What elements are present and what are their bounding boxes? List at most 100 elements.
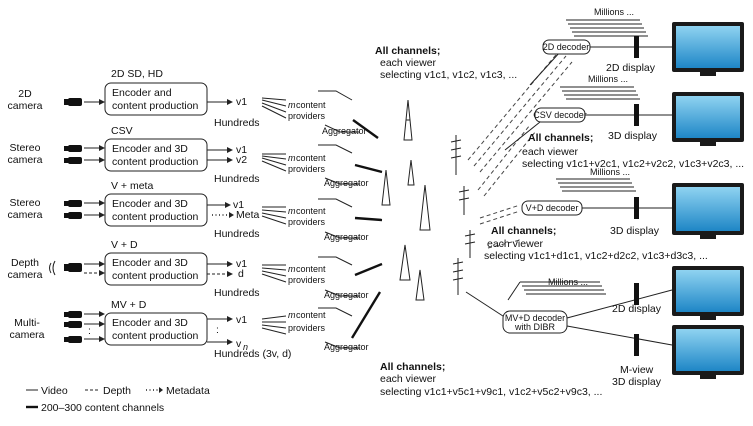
providers-label: providers xyxy=(288,164,326,174)
m-label: m xyxy=(288,100,296,110)
m-label: m xyxy=(288,153,296,163)
legend-channels: 200–300 content channels xyxy=(41,402,164,414)
format-label: V + D xyxy=(111,239,138,251)
output-label: v xyxy=(236,338,242,350)
tv-display-icon xyxy=(672,22,744,76)
encoder-label: content production xyxy=(112,211,199,223)
depth-camera-icon xyxy=(49,260,82,276)
channel-block-3: All channels; each viewer selecting v1c1… xyxy=(484,225,708,262)
camera-label: camera xyxy=(7,209,42,221)
source-row-v-meta: Stereo camera V + meta Encoder and 3D co… xyxy=(7,180,259,240)
provider-group-3: m content providers Aggregator xyxy=(261,198,383,242)
providers-label: content xyxy=(296,100,326,110)
format-label: CSV xyxy=(111,125,133,137)
encoder-label: content production xyxy=(112,100,199,112)
output-label: v1 xyxy=(236,144,247,156)
ellipsis-label: : xyxy=(216,324,219,336)
channel-line: selecting v1c1+v2c1, v1c2+v2c2, v1c3+v2c… xyxy=(522,158,744,170)
channel-line: each viewer xyxy=(380,57,437,69)
legend-depth: Depth xyxy=(103,385,131,397)
source-row-v-d: Depth camera V + D Encoder and 3D conten… xyxy=(7,239,259,299)
antenna-icon xyxy=(450,135,476,295)
count-label: Hundreds xyxy=(214,228,260,240)
encoder-label: Encoder and 3D xyxy=(112,257,188,269)
display-label: 3D display xyxy=(610,225,660,237)
millions-label: Millions ... xyxy=(590,167,630,177)
connector-icon xyxy=(634,197,639,219)
channel-title: All channels; xyxy=(375,45,440,57)
broadcast-tower-icon xyxy=(381,99,431,301)
format-label: 2D SD, HD xyxy=(111,68,163,80)
display-label: 3D display xyxy=(608,130,658,142)
millions-label: Millions ... xyxy=(588,74,628,84)
providers-label: content xyxy=(296,153,326,163)
tv-display-icon xyxy=(672,92,744,146)
decoder-label: MV+D decoder xyxy=(505,313,565,323)
display-label: 3D display xyxy=(612,376,662,388)
receiver-v-d: Millions ... V+D decoder 3D display xyxy=(521,167,672,237)
output-label: v1 xyxy=(233,199,244,211)
ellipsis-label: : xyxy=(88,325,91,337)
encoder-label: Encoder and 3D xyxy=(112,143,188,155)
legend-metadata: Metadata xyxy=(166,385,210,397)
camera-label: camera xyxy=(7,100,42,112)
encoder-label: Encoder and 3D xyxy=(112,317,188,329)
channel-line: each viewer xyxy=(522,146,579,158)
tv-display-icon xyxy=(672,325,744,379)
camera-label: Stereo xyxy=(10,197,41,209)
output-label: v1 xyxy=(236,258,247,270)
stereo-camera-icon xyxy=(64,145,82,164)
encoder-label: Encoder and xyxy=(112,87,172,99)
decoder-label: V+D decoder xyxy=(526,203,579,213)
camera-label: camera xyxy=(9,329,44,341)
provider-group-1: m content providers Aggregator xyxy=(261,90,379,139)
output-label: v1 xyxy=(236,314,247,326)
source-row-2d: 2D camera 2D SD, HD Encoder and content … xyxy=(7,68,259,129)
connector-icon xyxy=(634,36,639,58)
receiver-csv: Millions ... CSV decoder 3D display xyxy=(504,74,672,151)
aggregator-label: Aggregator xyxy=(324,290,369,300)
encoder-box xyxy=(104,193,208,227)
tv-display-icon xyxy=(672,183,744,239)
connector-icon xyxy=(634,334,639,356)
connector-icon xyxy=(634,283,639,305)
camera-label: Multi- xyxy=(14,317,40,329)
camera-label: camera xyxy=(7,269,42,281)
count-label: Hundreds xyxy=(214,117,260,129)
stereo-camera-icon xyxy=(64,200,82,219)
count-label: Hundreds xyxy=(214,173,260,185)
millions-label: Millions ... xyxy=(594,7,634,17)
providers-label: providers xyxy=(288,323,326,333)
count-label: Hundreds (3v, d) xyxy=(214,348,291,360)
legend-video: Video xyxy=(41,385,68,397)
connector-icon xyxy=(634,104,639,126)
output-label: v2 xyxy=(236,154,247,166)
multi-camera-icon xyxy=(64,311,82,343)
channel-line: selecting v1c1+d1c1, v1c2+d2c2, v1c3+d3c… xyxy=(484,250,708,262)
providers-label: content xyxy=(296,310,326,320)
provider-group-5: m content providers Aggregator xyxy=(261,291,382,352)
channel-line: selecting v1c1, v1c2, v1c3, ... xyxy=(380,69,517,81)
source-row-csv: Stereo camera CSV Encoder and 3D content… xyxy=(7,125,259,185)
decoder-label: with DIBR xyxy=(514,322,556,332)
provider-group-2: m content providers Aggregator xyxy=(261,144,383,188)
display-label: M-view xyxy=(620,364,654,376)
m-label: m xyxy=(288,264,296,274)
camera-label: Depth xyxy=(11,257,39,269)
providers-label: content xyxy=(296,264,326,274)
receiver-mv-d: Millions ... MV+D decoder with DIBR 2D d… xyxy=(465,277,673,388)
encoder-label: content production xyxy=(112,270,199,282)
output-label: Meta xyxy=(236,209,260,221)
decoder-label: CSV decoder xyxy=(533,110,587,120)
aggregator-label: Aggregator xyxy=(324,178,369,188)
encoder-label: content production xyxy=(112,156,199,168)
channel-block-2: All channels; each viewer selecting v1c1… xyxy=(522,132,744,170)
providers-label: providers xyxy=(288,111,326,121)
tv-display-icon xyxy=(672,266,744,320)
encoder-label: content production xyxy=(112,330,199,342)
m-label: m xyxy=(288,310,296,320)
source-row-mv-d: Multi- camera : MV + D Encoder and 3D co… xyxy=(9,299,291,360)
legend: Video Depth Metadata 200–300 content cha… xyxy=(26,385,210,414)
